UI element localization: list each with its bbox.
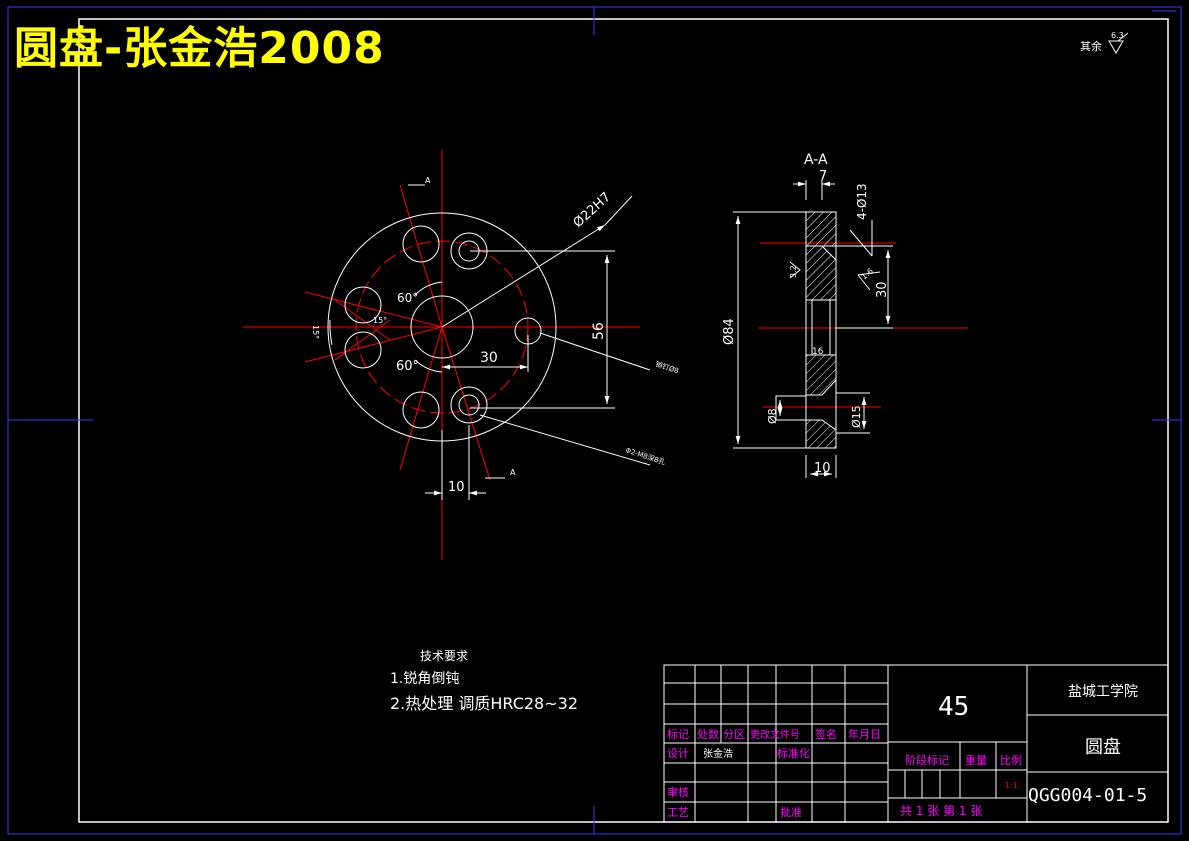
front-view xyxy=(243,150,651,560)
sheet-frame xyxy=(7,6,1182,835)
scale-label: 比例 xyxy=(1000,753,1022,767)
height-56: 56 xyxy=(591,322,607,340)
tech-requirements-title: 技术要求 xyxy=(420,649,469,663)
diam-15: Ø15 xyxy=(850,405,863,428)
roughness-symbol xyxy=(1108,32,1129,54)
tech-requirement-1: 1.锐角倒钝 xyxy=(390,671,460,687)
approve-label: 批准 xyxy=(780,805,802,819)
depth-16: 16 xyxy=(812,347,824,357)
scale-value: 1:1 xyxy=(1005,781,1018,790)
section-view xyxy=(733,180,968,478)
holes-13: 4-Ø13 xyxy=(855,183,869,220)
title-block-grid xyxy=(663,664,1169,823)
header-mark: 标记 xyxy=(667,727,689,741)
process-label: 工艺 xyxy=(667,806,689,819)
rough-32: 3.2 xyxy=(789,265,798,278)
tech-requirement-2: 2.热处理 调质HRC28~32 xyxy=(390,694,579,713)
dimension-texts: Ø22H7 60° 60° 15° 15° 30 56 10 销钉Ø8 Φ2-M… xyxy=(311,152,1147,806)
drawing-title: 圆盘-张金浩2008 xyxy=(14,23,385,74)
section-label: A-A xyxy=(804,152,828,168)
angle-left-b: 15° xyxy=(373,316,387,325)
header-count: 处数 xyxy=(697,728,719,741)
section-mark-a-top: A xyxy=(425,176,431,185)
sheets-text: 共 1 张 第 1 张 xyxy=(900,804,982,818)
width-10-section: 10 xyxy=(814,461,831,476)
roughness-value: 6.3 xyxy=(1111,31,1124,40)
header-change-doc: 更改文件号 xyxy=(750,728,800,741)
angle-top: 60° xyxy=(397,291,418,305)
school-name: 盐城工学院 xyxy=(1068,684,1138,700)
bore-dim: Ø22H7 xyxy=(571,190,614,231)
header-zone: 分区 xyxy=(723,728,745,741)
material: 45 xyxy=(938,692,969,722)
title-block-labels: 标记 处数 分区 更改文件号 签名 年月日 设计 张金浩 标准化 阶段标记 重量… xyxy=(667,727,1022,819)
pin-hole-dim: 销钉Ø8 xyxy=(654,359,680,375)
stage-label: 阶段标记 xyxy=(905,753,949,767)
part-name: 圆盘 xyxy=(1085,737,1121,758)
drawing-number: QGG004-01-5 xyxy=(1028,785,1147,806)
design-label: 设计 xyxy=(667,747,689,760)
weight-label: 重量 xyxy=(965,753,987,767)
width-10: 10 xyxy=(448,480,465,495)
angle-bottom: 60° xyxy=(396,359,419,374)
spacing-30: 30 xyxy=(480,350,498,366)
header-date: 年月日 xyxy=(848,727,881,741)
section-mark-a-bottom: A xyxy=(510,468,516,477)
angle-left-a: 15° xyxy=(311,325,320,339)
diam-84: Ø84 xyxy=(722,318,737,345)
height-30: 30 xyxy=(875,281,890,298)
diam-8: Ø8 xyxy=(766,408,779,424)
designer-name: 张金浩 xyxy=(703,747,733,760)
width-7: 7 xyxy=(819,169,827,184)
standardize-label: 标准化 xyxy=(777,746,810,760)
roughness-label: 其余 xyxy=(1080,40,1102,53)
header-sign: 签名 xyxy=(815,727,837,741)
roughness-note: 其余 6.3 xyxy=(1080,31,1124,54)
review-label: 审核 xyxy=(667,785,689,799)
